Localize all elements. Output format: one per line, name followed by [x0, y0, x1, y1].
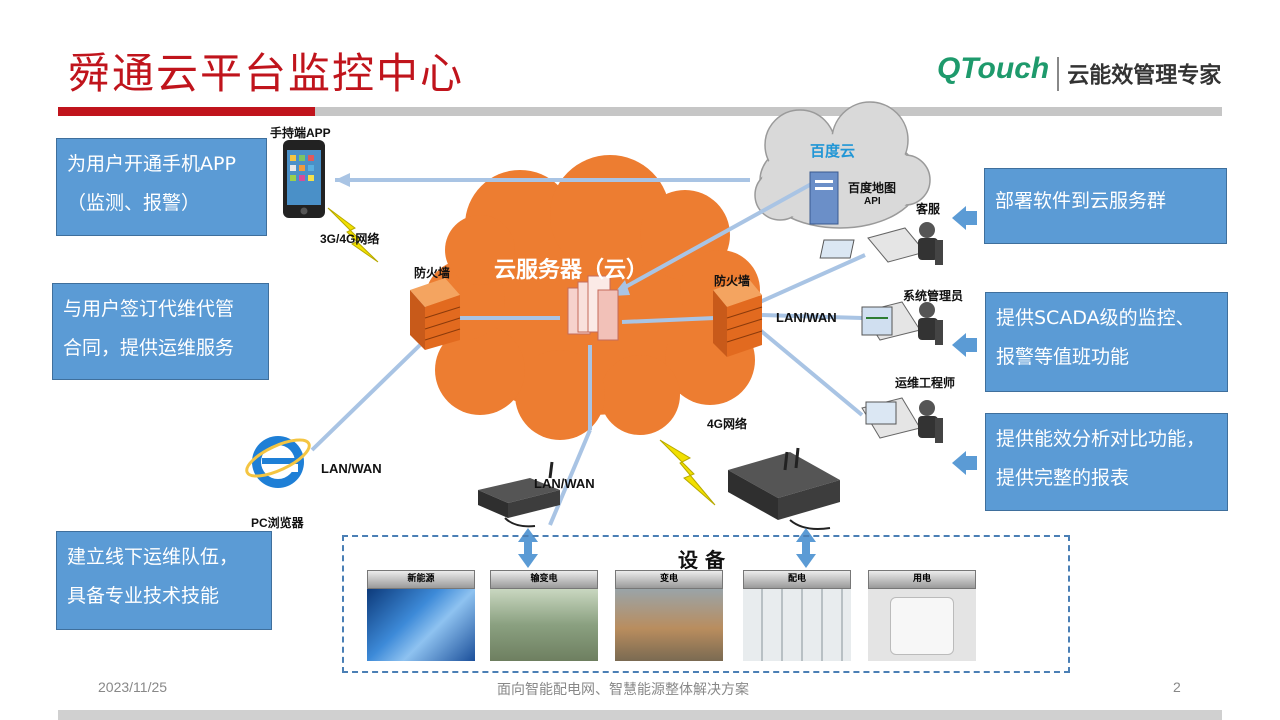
lightning-4g-icon — [659, 439, 716, 506]
logo-divider — [1057, 56, 1060, 91]
info-box-app-line2: （监测、报警） — [67, 192, 201, 214]
header-rule — [315, 107, 1222, 116]
footer-subtitle: 面向智能配电网、智慧能源整体解决方案 — [497, 681, 749, 697]
solar-panel-image — [367, 589, 475, 661]
label-cloud-server: 云服务器（云） — [494, 258, 649, 283]
equipment-distribution-label: 配电 — [743, 570, 851, 589]
label-baidu-cloud: 百度云 — [810, 142, 856, 160]
label-customer-service: 客服 — [916, 202, 941, 216]
equipment-new-energy: 新能源 — [367, 570, 475, 661]
equipment-new-energy-label: 新能源 — [367, 570, 475, 589]
label-pc-browser: PC浏览器 — [251, 516, 304, 530]
equipment-transmission: 输变电 — [490, 570, 598, 661]
power-outlet-image — [868, 589, 976, 661]
firewall-left-icon — [410, 278, 461, 350]
footer-page-number: 2 — [1173, 679, 1181, 695]
footer-bar — [58, 710, 1222, 720]
server-stack-icon — [567, 275, 619, 341]
equipment-consumption-label: 用电 — [868, 570, 976, 589]
info-box-scada-line2: 报警等值班功能 — [996, 346, 1130, 368]
arrow-right-box-2-icon — [952, 333, 977, 357]
phone-icon — [283, 140, 325, 218]
info-box-analysis-line2: 提供完整的报表 — [996, 467, 1130, 489]
info-box-maintenance-contract: 与用户签订代维代管 合同，提供运维服务 — [52, 283, 269, 380]
label-ops-engineer: 运维工程师 — [895, 376, 956, 390]
info-box-analysis-line1: 提供能效分析对比功能， — [996, 428, 1206, 450]
info-box-analysis: 提供能效分析对比功能， 提供完整的报表 — [985, 413, 1228, 511]
page-title: 舜通云平台监控中心 — [68, 49, 465, 98]
workstation-engineer-icon — [861, 397, 943, 443]
transformer-image — [615, 589, 723, 661]
equipment-title: 设 备 — [678, 548, 725, 572]
label-lan-wan-center: LAN/WAN — [534, 476, 595, 491]
info-box-scada: 提供SCADA级的监控、 报警等值班功能 — [985, 292, 1228, 392]
equipment-transmission-label: 输变电 — [490, 570, 598, 589]
brand-logo: QTouch 云能效管理专家 — [937, 52, 1221, 91]
label-4g-network: 4G网络 — [707, 417, 748, 431]
pc-browser-icon — [245, 436, 311, 488]
equipment-distribution: 配电 — [743, 570, 851, 661]
workstation-customer-icon — [819, 222, 943, 265]
info-box-cloud-deploy: 部署软件到云服务群 — [984, 168, 1227, 244]
info-box-deploy-line1: 部署软件到云服务群 — [995, 190, 1167, 212]
header-rule-accent — [58, 107, 315, 116]
gateway-right-icon — [728, 447, 840, 530]
info-box-contract-line2: 合同，提供运维服务 — [63, 337, 235, 359]
equipment-transformer: 变电 — [615, 570, 723, 661]
equipment-container — [342, 535, 1070, 673]
label-baidu-map: 百度地图 — [848, 181, 897, 195]
info-box-contract-line1: 与用户签订代维代管 — [63, 298, 235, 320]
lightning-3g-icon — [327, 207, 379, 263]
info-box-team-line2: 具备专业技术技能 — [67, 585, 220, 607]
switchgear-image — [743, 589, 851, 661]
logo-brand: QTouch — [937, 52, 1050, 85]
arrow-right-box-3-icon — [952, 451, 977, 475]
label-sys-admin: 系统管理员 — [903, 289, 964, 303]
logo-tagline: 云能效管理专家 — [1067, 63, 1222, 89]
info-box-scada-line1: 提供SCADA级的监控、 — [996, 307, 1195, 329]
gateway-left-icon — [478, 461, 560, 528]
baidu-server-icon — [809, 171, 839, 225]
arrow-right-box-1-icon — [952, 206, 977, 230]
label-api: API — [864, 196, 881, 207]
info-box-offline-team: 建立线下运维队伍， 具备专业技术技能 — [56, 531, 272, 630]
equipment-consumption: 用电 — [868, 570, 976, 661]
label-firewall-left: 防火墙 — [414, 266, 451, 280]
info-box-team-line1: 建立线下运维队伍， — [67, 546, 239, 568]
label-lan-wan-right: LAN/WAN — [776, 310, 837, 325]
workstation-admin-icon — [861, 301, 943, 345]
info-box-app-line1: 为用户开通手机APP — [67, 153, 236, 175]
label-mobile-app: 手持端APP — [270, 126, 331, 140]
equipment-transformer-label: 变电 — [615, 570, 723, 589]
substation-image — [490, 589, 598, 661]
firewall-right-icon — [713, 278, 763, 357]
label-firewall-right: 防火墙 — [714, 274, 751, 288]
label-lan-wan-left: LAN/WAN — [321, 461, 382, 476]
info-box-app: 为用户开通手机APP （监测、报警） — [56, 138, 267, 236]
footer-date: 2023/11/25 — [98, 679, 168, 695]
label-3g4g-network: 3G/4G网络 — [320, 232, 380, 246]
